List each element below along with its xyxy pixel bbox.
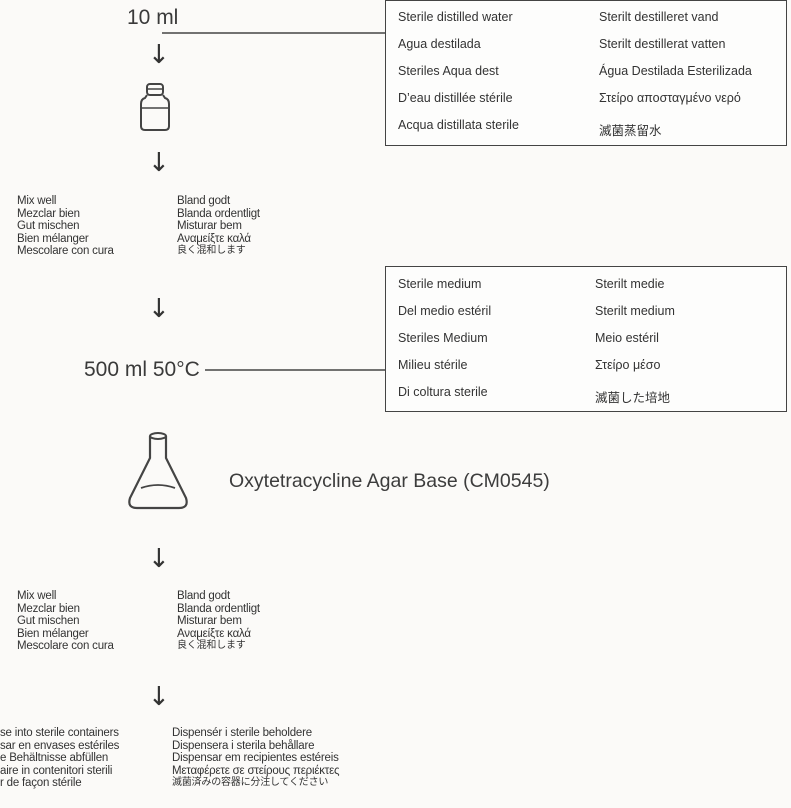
water-box-cell: D’eau distillée stérile <box>398 91 513 105</box>
down-arrow-2: ↓ <box>148 148 170 178</box>
mix-text: Blanda ordentligt <box>177 602 260 615</box>
water-box-cell: Agua destilada <box>398 37 481 51</box>
dispense-text: Dispensar em recipientes estéreis <box>172 752 339 764</box>
sterile-medium-box: Sterile medium Sterilt medie Del medio e… <box>385 266 787 412</box>
mix-text: Mix well <box>17 590 57 602</box>
water-box-cell: Água Destilada Esterilizada <box>599 64 752 78</box>
dispense-text: r de façon stérile <box>0 777 82 789</box>
water-volume-label: 10 ml <box>127 6 179 29</box>
mix-text: 良く混和します <box>177 245 246 256</box>
down-arrow-3: ↓ <box>148 294 170 324</box>
mix-text: Misturar bem <box>177 220 242 232</box>
dispense-text: sar en envases estériles <box>0 739 120 752</box>
medium-box-cell: Di coltura sterile <box>398 385 488 399</box>
bottle-icon <box>140 83 170 131</box>
mix-text: Misturar bem <box>177 615 242 627</box>
mix-instructions-right-2: Bland godt Blanda ordentligt Misturar be… <box>177 590 260 653</box>
down-arrow-4: ↓ <box>148 544 170 574</box>
water-box-cell: Στείρο αποσταγμένο νερό <box>599 91 741 105</box>
mix-text: Bland godt <box>177 590 230 602</box>
water-box-cell: Sterilt destillerat vatten <box>599 37 726 51</box>
medium-volume-temp-label: 500 ml 50°C <box>84 358 200 381</box>
mix-instructions-right-1: Bland godt Blanda ordentligt Misturar be… <box>177 195 260 258</box>
mix-text: Mezclar bien <box>17 602 80 615</box>
dispense-text: Dispensér i sterile beholdere <box>172 727 312 739</box>
dispense-instructions-left: se into sterile containers sar en envase… <box>0 727 119 790</box>
mix-text: Bien mélanger <box>17 627 89 640</box>
mix-text: Mescolare con cura <box>17 245 114 257</box>
down-arrow-1: ↓ <box>148 40 170 70</box>
medium-box-cell: Sterilt medium <box>595 304 675 318</box>
mix-text: Αναμείξτε καλά <box>177 627 251 640</box>
dispense-text: Μεταφέρετε σε στείρους περιέκτες <box>172 764 340 777</box>
medium-box-cell: Στείρο μέσο <box>595 358 661 372</box>
medium-box-cell: Sterile medium <box>398 277 482 291</box>
mix-text: Blanda ordentligt <box>177 207 260 220</box>
water-box-cell: Acqua distillata sterile <box>398 118 519 132</box>
medium-box-cell: Meio estéril <box>595 331 659 345</box>
mix-text: Mezclar bien <box>17 207 80 220</box>
water-box-cell: Sterilt destilleret vand <box>599 10 719 24</box>
dispense-instructions-right: Dispensér i sterile beholdere Dispensera… <box>172 727 340 790</box>
dispense-text: Dispensera i sterila behållare <box>172 739 315 752</box>
mix-text: Gut mischen <box>17 220 80 232</box>
mix-text: Mix well <box>17 195 57 207</box>
sterile-water-box: Sterile distilled water Sterilt destille… <box>385 0 787 146</box>
flask-icon <box>128 432 188 510</box>
medium-box-cell: 滅菌した培地 <box>595 391 671 405</box>
medium-box-cell: Milieu stérile <box>398 358 468 372</box>
water-box-cell: Steriles Aqua dest <box>398 64 499 78</box>
dispense-text: e Behältnisse abfüllen <box>0 752 109 764</box>
mix-text: 良く混和します <box>177 640 246 651</box>
mix-text: Αναμείξτε καλά <box>177 232 251 245</box>
mix-text: Bien mélanger <box>17 232 89 245</box>
water-box-cell: Sterile distilled water <box>398 10 513 24</box>
medium-box-cell: Steriles Medium <box>398 331 488 345</box>
mix-instructions-left-1: Mix well Mezclar bien Gut mischen Bien m… <box>17 195 114 258</box>
mix-instructions-left-2: Mix well Mezclar bien Gut mischen Bien m… <box>17 590 114 653</box>
mix-text: Bland godt <box>177 195 230 207</box>
dispense-text: aire in contenitori sterili <box>0 764 113 777</box>
medium-box-cell: Sterilt medie <box>595 277 665 291</box>
down-arrow-5: ↓ <box>148 682 170 712</box>
medium-box-cell: Del medio estéril <box>398 304 492 318</box>
mix-text: Mescolare con cura <box>17 640 114 652</box>
dispense-text: se into sterile containers <box>0 727 119 739</box>
dispense-text: 滅菌済みの容器に分注してください <box>172 777 329 788</box>
product-name: Oxytetracycline Agar Base (CM0545) <box>229 470 550 492</box>
mix-text: Gut mischen <box>17 615 80 627</box>
water-box-cell: 滅菌蒸留水 <box>599 124 662 138</box>
